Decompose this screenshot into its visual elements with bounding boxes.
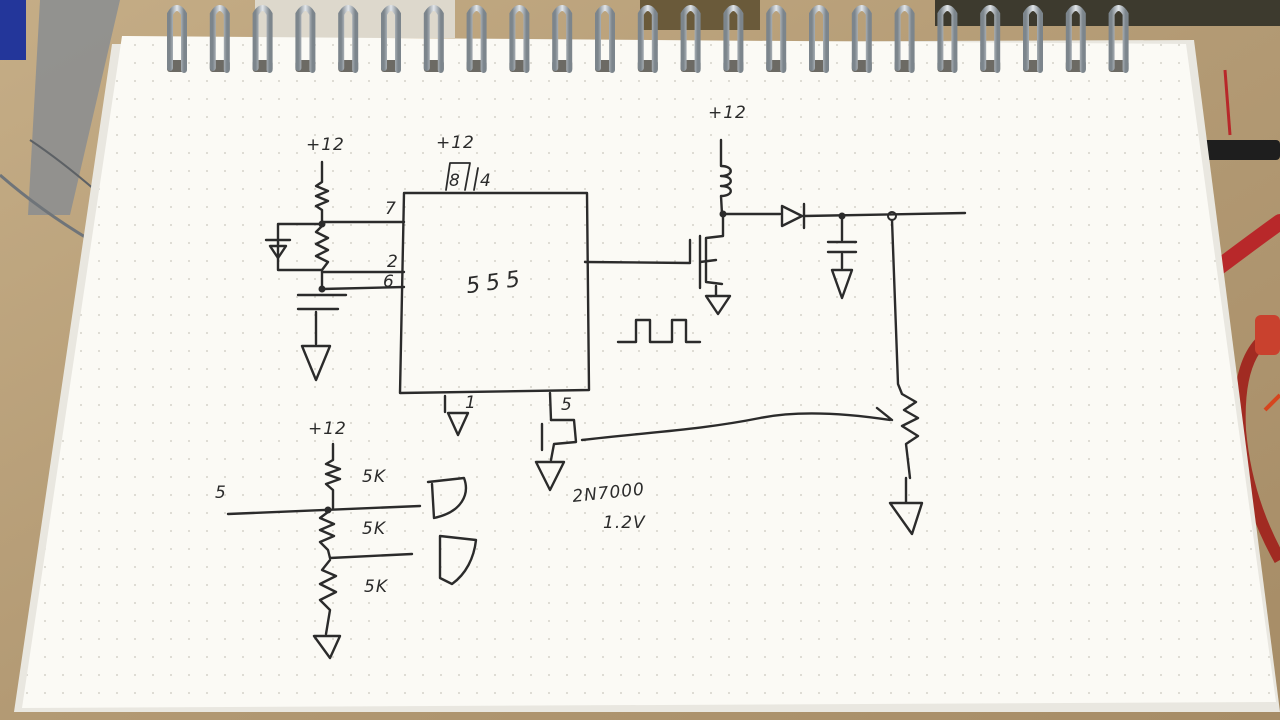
divider-resistor-2 xyxy=(318,510,336,560)
divider-tap-wire xyxy=(226,504,422,516)
output-capacitor xyxy=(826,214,858,300)
black-probe xyxy=(1200,140,1280,160)
spiral-ring xyxy=(167,5,187,73)
pin-1-label: 1 xyxy=(465,393,477,413)
divider-input-label: 5 xyxy=(215,483,227,503)
feedback-potentiometer xyxy=(890,218,920,480)
mosfet-gate xyxy=(688,234,718,290)
wiper-wire xyxy=(580,412,892,442)
blue-object xyxy=(0,0,26,60)
pin-5-lead xyxy=(548,391,553,422)
network-ground xyxy=(300,310,332,382)
metal-tool xyxy=(28,0,120,215)
divider-resistor-1-label: 5K xyxy=(362,467,387,487)
equipment xyxy=(935,0,1280,26)
spiral-ring xyxy=(595,5,615,73)
feedback-network xyxy=(580,218,924,536)
network-supply-label: +12 xyxy=(306,135,345,155)
pin-5-label: 5 xyxy=(561,395,573,415)
boost-stage: +12 xyxy=(616,103,967,344)
spiral-ring xyxy=(552,5,573,73)
timing-capacitor xyxy=(296,293,348,311)
wire xyxy=(29,139,96,191)
inductor xyxy=(719,138,732,216)
transistor-voltage-label: 1.2V xyxy=(603,513,646,533)
wire xyxy=(0,173,91,242)
spiral-ring xyxy=(466,5,487,73)
divider-resistor-3 xyxy=(318,558,338,636)
pin-7-label: 7 xyxy=(385,199,397,219)
spiral-ring xyxy=(851,5,872,73)
spiral-ring xyxy=(252,5,273,73)
spiral-ring xyxy=(1065,5,1086,73)
selector-bracket-2 xyxy=(438,534,478,586)
pin-4-lead xyxy=(473,167,479,191)
spiral-ring xyxy=(1023,5,1043,73)
spiral-ring xyxy=(295,5,316,73)
wiper-arrow xyxy=(875,406,894,422)
selector-bracket-1 xyxy=(426,476,468,520)
transistor-body xyxy=(540,418,578,462)
voltage-divider: +12 5K 5 5K 5K xyxy=(215,419,478,660)
wire-pin-6 xyxy=(320,285,406,291)
spiral-ring xyxy=(1108,5,1129,73)
spiral-binding xyxy=(167,5,1129,73)
spiral-ring xyxy=(423,5,444,73)
timer-chip-outline xyxy=(398,191,591,395)
pin-6-label: 6 xyxy=(383,272,395,292)
divider-resistor-2-label: 5K xyxy=(362,519,387,539)
timer-555: 555 +12 8 4 7 2 6 1 5 xyxy=(383,133,692,437)
spiral-ring xyxy=(766,5,787,73)
spiral-ring xyxy=(209,5,230,73)
orange-wire xyxy=(1263,393,1280,412)
divider-resistor-3-label: 5K xyxy=(364,577,389,597)
pulse-waveform xyxy=(616,318,702,344)
divider-tap-wire-2 xyxy=(328,552,414,560)
spiral-ring xyxy=(723,5,744,73)
spiral-ring xyxy=(809,5,829,73)
junction-dot xyxy=(324,506,332,514)
inductor-supply-label: +12 xyxy=(708,103,747,123)
timer-supply-label: +12 xyxy=(436,133,475,153)
pin-2-label: 2 xyxy=(387,252,399,272)
timing-network: +12 xyxy=(264,135,406,382)
spiral-ring xyxy=(338,5,359,73)
transistor-ground xyxy=(534,460,566,492)
spiral-ring xyxy=(509,5,530,73)
pin-8-label: 8 xyxy=(449,171,461,191)
red-wire xyxy=(1223,69,1232,136)
divider-ground xyxy=(312,634,342,660)
divider-supply-label: +12 xyxy=(308,419,347,439)
feedback-ground xyxy=(888,476,924,536)
pin-8-lead xyxy=(445,162,471,191)
resistor-lower xyxy=(314,224,330,272)
output-rail xyxy=(802,211,967,218)
spiral-ring xyxy=(680,5,701,73)
spiral-ring xyxy=(937,5,958,73)
bypass-diode xyxy=(264,238,292,260)
spiral-ring xyxy=(894,5,915,73)
spiral-ring xyxy=(637,5,658,73)
pin-4-label: 4 xyxy=(480,171,492,191)
spiral-ring xyxy=(980,5,1001,73)
output-wire xyxy=(583,260,692,265)
divider-resistor-1 xyxy=(324,442,342,510)
mosfet-ground xyxy=(704,284,732,316)
pin-1-ground xyxy=(443,394,470,437)
resistor-upper xyxy=(314,160,330,224)
spiral-ring xyxy=(381,5,401,73)
red-connector xyxy=(1255,315,1280,355)
mosfet-drain xyxy=(704,212,725,286)
dot-grid xyxy=(22,36,1276,708)
